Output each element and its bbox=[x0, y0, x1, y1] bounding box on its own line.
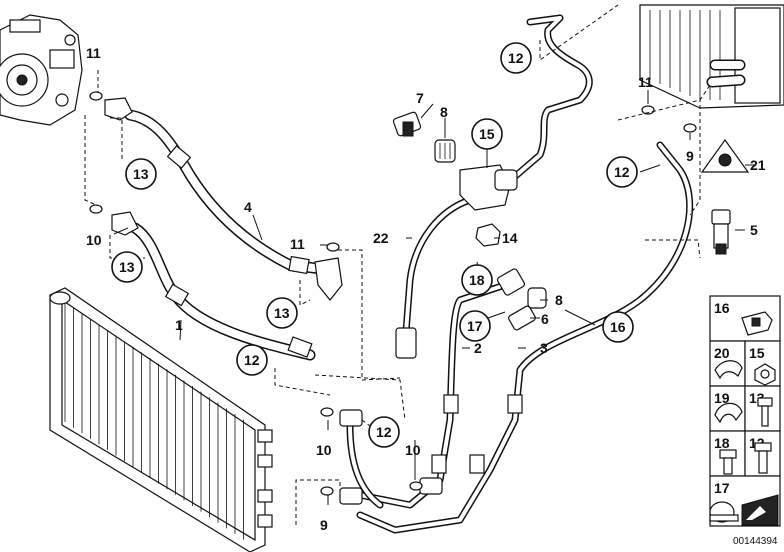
label-9: 9 bbox=[686, 148, 694, 164]
label-21: 21 bbox=[750, 157, 766, 173]
label-8: 8 bbox=[440, 104, 448, 120]
holder-icon bbox=[714, 360, 743, 380]
label-12: 12 bbox=[614, 164, 630, 180]
legend-num-19: 19 bbox=[714, 390, 730, 406]
fitting-compressor bbox=[104, 97, 139, 236]
legend-num-16: 16 bbox=[714, 300, 730, 316]
pipe-12-top bbox=[501, 14, 593, 189]
bracket-15 bbox=[459, 164, 518, 211]
label-10: 10 bbox=[316, 442, 332, 458]
arrow-logo-icon bbox=[741, 494, 779, 526]
label-2: 2 bbox=[474, 340, 482, 356]
label-18: 18 bbox=[469, 272, 485, 288]
label-9: 9 bbox=[320, 517, 328, 533]
label-12: 12 bbox=[376, 424, 392, 440]
label-1: 1 bbox=[175, 317, 183, 333]
label-6: 6 bbox=[541, 311, 549, 327]
o-rings bbox=[89, 91, 697, 496]
label-16: 16 bbox=[610, 319, 626, 335]
cap-8-right bbox=[527, 287, 547, 309]
pipe-12-condenser bbox=[346, 421, 384, 509]
pipe-2 bbox=[356, 281, 509, 509]
fitting-hose4-end bbox=[314, 257, 343, 301]
callout-labels: 11 13 10 13 4 11 13 1 12 10 9 12 10 22 7… bbox=[86, 42, 766, 533]
label-11: 11 bbox=[290, 236, 305, 252]
clamp-icon bbox=[709, 501, 739, 523]
legend-num-20: 20 bbox=[714, 345, 730, 361]
label-8: 8 bbox=[555, 292, 563, 308]
hose-1 bbox=[129, 222, 316, 361]
label-13: 13 bbox=[274, 305, 290, 321]
label-13: 13 bbox=[133, 166, 149, 182]
label-13: 13 bbox=[119, 259, 135, 275]
clip-icon bbox=[741, 311, 773, 336]
label-14: 14 bbox=[502, 230, 518, 246]
label-10: 10 bbox=[405, 442, 421, 458]
sensor-18 bbox=[496, 268, 526, 296]
valve-7 bbox=[392, 111, 422, 137]
label-11: 11 bbox=[638, 74, 653, 90]
screw-icon bbox=[757, 397, 773, 427]
label-12: 12 bbox=[508, 50, 524, 66]
valve-6 bbox=[508, 305, 536, 331]
nut-14 bbox=[475, 223, 501, 247]
pipe-22 bbox=[395, 196, 474, 359]
bolt-icon bbox=[754, 442, 772, 474]
label-11: 11 bbox=[86, 45, 101, 61]
label-10: 10 bbox=[86, 232, 102, 248]
label-22: 22 bbox=[373, 230, 389, 246]
nut-icon bbox=[754, 363, 776, 386]
bolt-icon bbox=[719, 449, 737, 475]
label-15: 15 bbox=[479, 126, 495, 142]
legend-num-17: 17 bbox=[714, 480, 730, 496]
parts-legend: 16 20 15 19 13 18 12 17 bbox=[709, 295, 781, 527]
label-7: 7 bbox=[416, 90, 424, 106]
pipe-3-16 bbox=[356, 141, 694, 534]
label-4: 4 bbox=[244, 199, 252, 215]
evaporator bbox=[639, 4, 784, 109]
cap-8-top bbox=[434, 139, 456, 163]
label-3: 3 bbox=[540, 340, 548, 356]
hose-4 bbox=[124, 109, 336, 276]
holder-icon bbox=[714, 402, 743, 424]
compressor bbox=[0, 14, 83, 126]
condenser bbox=[49, 287, 273, 552]
label-17: 17 bbox=[467, 318, 483, 334]
label-12: 12 bbox=[244, 352, 260, 368]
label-5: 5 bbox=[750, 222, 758, 238]
pressure-switch-5 bbox=[711, 209, 731, 255]
document-number: 00144394 bbox=[733, 536, 778, 547]
warning-label-21 bbox=[700, 138, 750, 173]
legend-num-18: 18 bbox=[714, 435, 730, 451]
fitting-condenser bbox=[339, 409, 443, 505]
legend-num-15: 15 bbox=[749, 345, 765, 361]
